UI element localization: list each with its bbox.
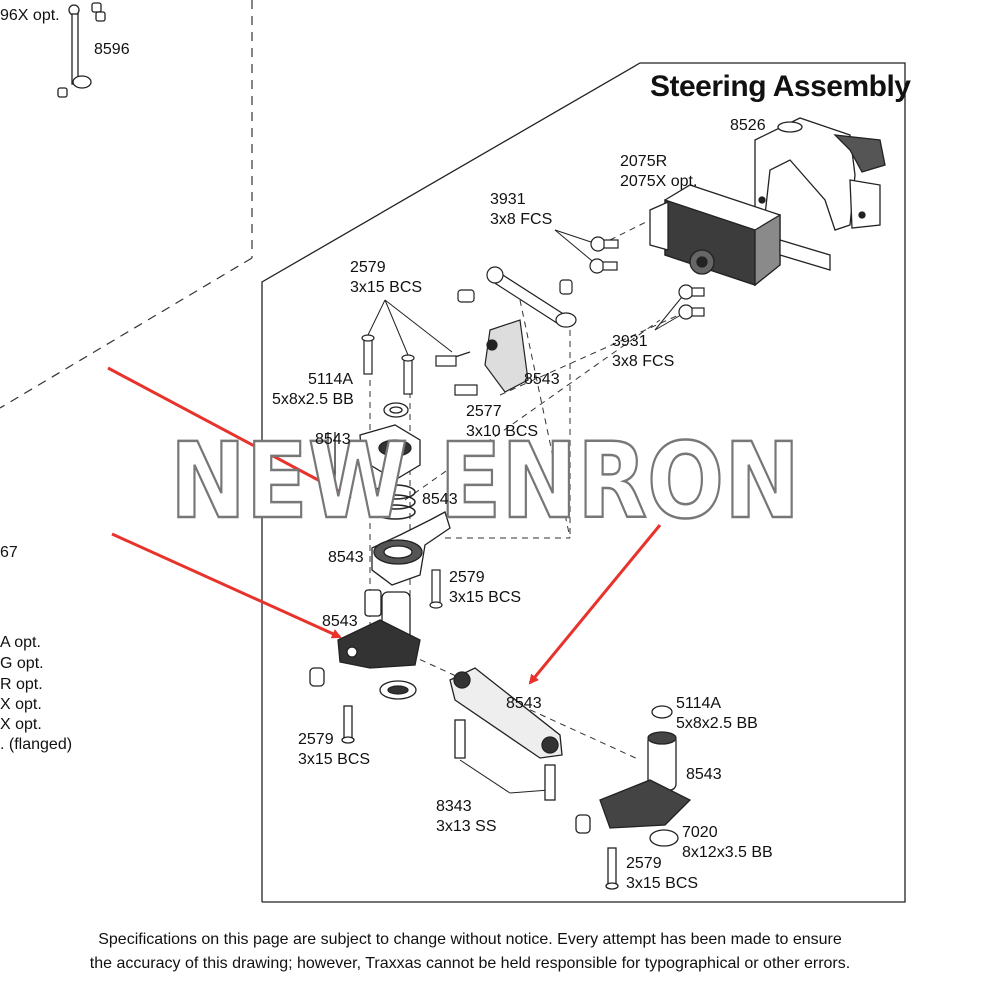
label-8343: 8343	[436, 798, 472, 815]
turnbuckle-link-fragment	[57, 2, 106, 98]
label-8543-spring: 8543	[422, 491, 458, 508]
left-opt-line: . (flanged)	[0, 736, 73, 753]
label-8543-bellcrank-right: 8543	[686, 766, 722, 783]
label-2075r: 2075R	[620, 153, 668, 170]
bellcrank-right	[575, 705, 692, 890]
left-part-link: 8596	[94, 41, 130, 58]
label-7020-spec: 8x12x3.5 BB	[682, 844, 773, 861]
label-8543-saver-arm: 8543	[328, 549, 364, 566]
left-part-mid: 67	[0, 544, 18, 561]
label-2579-mid: 2579	[449, 569, 485, 586]
servo-mount	[754, 117, 886, 231]
upper-saver-cap	[327, 424, 421, 481]
left-opt-line: G opt.	[0, 655, 44, 672]
watermark: NEW ENRON	[169, 432, 802, 527]
servo	[649, 184, 831, 287]
label-3931-bottom-spec: 3x8 FCS	[612, 353, 675, 370]
label-2579-right-spec: 3x15 BCS	[626, 875, 699, 892]
top-bearing	[383, 402, 409, 418]
disclaimer: Specifications on this page are subject …	[20, 928, 920, 976]
servo-screws	[589, 236, 705, 320]
arrow-to-spring	[107, 366, 352, 499]
label-8543-upper-cap: 8543	[315, 431, 351, 448]
drag-link	[449, 667, 563, 801]
label-2577-spec: 3x10 BCS	[466, 423, 539, 440]
label-8543-servo-horn: 8543	[524, 371, 560, 388]
label-2579-top-spec: 3x15 BCS	[350, 279, 423, 296]
label-2075x: 2075X opt.	[620, 173, 698, 190]
arrow-to-drag-link	[528, 524, 662, 685]
leader-lines	[367, 229, 687, 794]
label-8526: 8526	[730, 117, 766, 134]
label-8543-bellcrank-left: 8543	[322, 613, 358, 630]
saver-arm	[371, 511, 451, 586]
label-8343-spec: 3x13 SS	[436, 818, 497, 835]
label-5114a-top: 5114A	[308, 371, 354, 388]
label-3931-top-spec: 3x8 FCS	[490, 211, 553, 228]
disclaimer-line-2: the accuracy of this drawing; however, T…	[89, 955, 851, 972]
bellcrank-left	[309, 589, 421, 744]
left-opt-line: X opt.	[0, 696, 42, 713]
label-2579-left: 2579	[298, 731, 334, 748]
label-2579-top: 2579	[350, 259, 386, 276]
label-8543-drag-link: 8543	[506, 695, 542, 712]
left-opt-line: A opt.	[0, 634, 41, 651]
label-3931-top: 3931	[490, 191, 526, 208]
left-opt-line: R opt.	[0, 676, 43, 693]
diagram-title: Steering Assembly	[650, 70, 911, 103]
label-2579-mid-spec: 3x15 BCS	[449, 589, 522, 606]
label-5114a-top-spec: 5x8x2.5 BB	[272, 391, 354, 408]
label-3931-bottom: 3931	[612, 333, 648, 350]
long-screws-top	[361, 334, 415, 395]
disclaimer-line-1: Specifications on this page are subject …	[98, 931, 842, 948]
label-5114a-right: 5114A	[676, 695, 722, 712]
label-7020: 7020	[682, 824, 718, 841]
long-screw-mid	[429, 569, 443, 609]
label-2579-right: 2579	[626, 855, 662, 872]
arrow-to-bellcrank	[111, 532, 342, 639]
watermark-text: NEW ENRON	[170, 432, 800, 527]
label-5114a-right-spec: 5x8x2.5 BB	[676, 715, 758, 732]
label-2577: 2577	[466, 403, 502, 420]
assembly-panel-frame	[261, 62, 906, 903]
servo-linkage	[435, 266, 577, 396]
left-opt-line: X opt.	[0, 716, 42, 733]
saver-spring	[374, 484, 416, 520]
left-part-suffix: 96X opt.	[0, 7, 60, 24]
page-divider-diagonal	[0, 257, 253, 409]
explode-guide-lines	[369, 214, 691, 761]
highlight-arrows	[107, 366, 662, 685]
label-2579-left-spec: 3x15 BCS	[298, 751, 371, 768]
